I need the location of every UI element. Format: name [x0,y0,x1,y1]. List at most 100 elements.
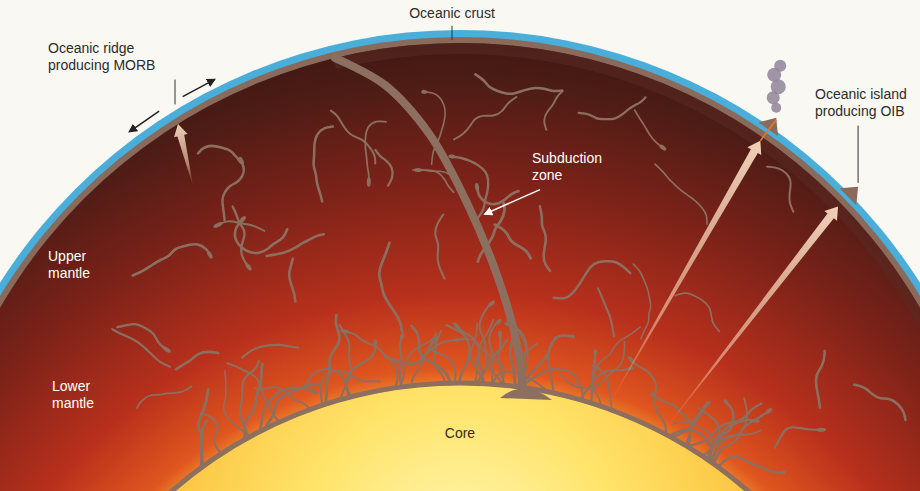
mantle-strand [400,336,402,385]
mantle-blob [816,428,826,432]
mantle-strand [854,385,905,420]
mantle-strand [133,244,210,275]
core-mantle-boundary [22,383,898,491]
layer-label: Upper mantle [48,248,108,282]
mantle-strand [176,352,218,369]
mantle-blob [162,345,172,354]
mantle-strand [227,363,278,420]
smoke-puff [774,60,786,72]
leader-line [858,126,859,183]
mantle-strand [137,386,192,408]
mantle-blob [430,335,438,345]
mantle-blob [303,383,309,390]
mantle-blob [454,337,461,342]
mantle-blob [448,154,455,159]
mantle-strand [112,329,170,367]
mantle-strand [479,304,501,383]
mantle-strand [233,207,249,268]
mantle-blob [239,215,247,223]
layer-label: Lower mantle [52,378,112,412]
mantle-blob [309,388,319,395]
mantle-strand [375,150,392,186]
mantle-strand [379,243,402,332]
mantle-blob [238,156,245,166]
mantle-strand [675,293,719,331]
mantle-strand [266,384,318,426]
mantle-strand [198,146,240,161]
smoke-puff [771,103,781,113]
mantle-strand [470,323,482,381]
slab-pile [500,388,552,400]
mantle-strand [235,219,287,253]
mantle-strand [201,413,221,452]
mantle-strand [719,457,783,473]
mantle-strand [412,326,450,381]
mantle-strand [598,288,614,336]
mantle-blob [399,333,405,341]
mantle-blob [373,339,377,345]
leader-line [452,26,453,40]
mantle-strand [633,264,650,339]
mantle-strand [314,127,333,202]
mantle-strand [222,161,243,220]
mantle-strand [554,261,631,298]
mantle-strand [267,234,324,256]
subduction-label: Subduction zone [532,150,614,184]
mantle-blob [593,349,598,355]
crust-label: Oceanic crust [397,5,507,22]
mantle-blob [570,334,576,339]
mantle-strand [690,404,761,446]
mantle-heterogeneities [112,74,905,474]
mantle-strand [591,352,595,401]
mantle-strand [540,206,550,271]
mantle-blob [452,321,462,331]
island-cone [840,187,858,205]
mantle-blob [658,144,667,152]
spreading-arrow [130,111,160,132]
core-label: Core [410,425,510,442]
mantle-blob [474,183,479,192]
mantle-blob [340,328,350,334]
mantle-blob [498,330,502,338]
mantle-blob [752,418,760,423]
mantle-strand [775,427,821,447]
mantle-strand [477,340,507,381]
mantle-strand [655,164,707,224]
mantle-strand [579,97,646,119]
mantle-strand [260,388,314,429]
mantle-plume [662,206,838,433]
island-label: Oceanic island producing OIB [815,86,913,120]
mantle-blob [494,318,502,326]
mantle-blob [367,177,371,187]
mantle-strand [544,91,562,130]
mantle-strand [593,327,640,404]
mantle-plume [174,124,193,186]
mantle-strand [435,214,444,278]
mantle-strand [289,259,295,302]
mantle-plume [606,141,761,410]
mantle-blob [414,168,422,172]
mantle-strand [495,225,531,259]
mantle-strand [767,167,793,212]
mantle-blob [780,470,785,474]
mantle-blob [213,221,224,229]
mantle-blob [487,299,496,307]
mantle-strand [401,333,437,385]
mantle-blob [765,407,773,415]
mantle-blob [421,90,427,94]
leader-line [175,80,176,105]
mantle-blob [722,398,729,405]
mantle-strand [581,368,630,398]
mantle-strand [117,324,166,349]
subducting-slab [335,58,524,392]
mantle-blob [245,263,253,272]
mantle-strand [475,74,562,93]
mantle-strand [198,389,208,465]
core-body [24,385,896,491]
mantle-strand [454,97,516,139]
mantle-strand [631,359,666,432]
mantle-blob [649,392,656,398]
